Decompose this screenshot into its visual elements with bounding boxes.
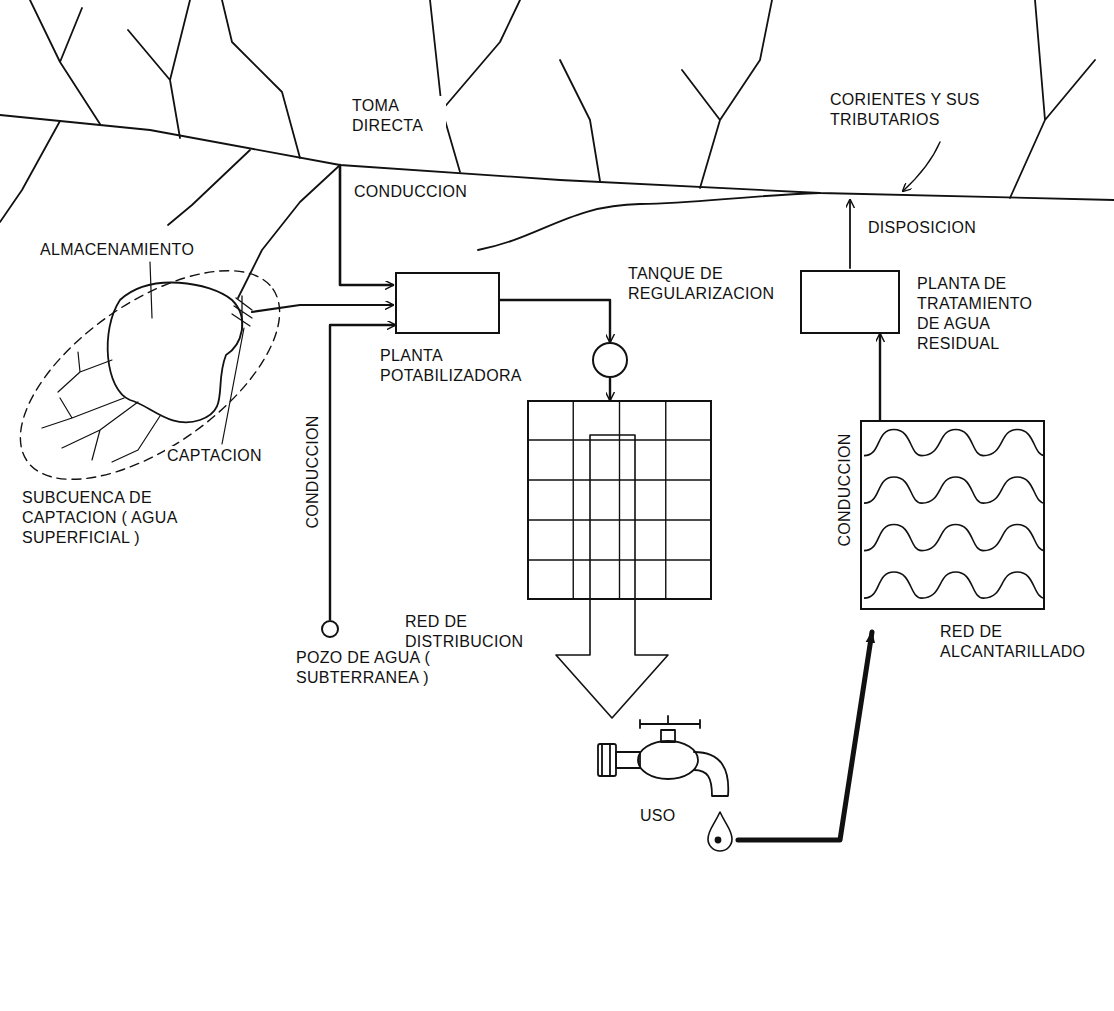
distribution-grid-outline (527, 400, 712, 600)
disposal-arrow (849, 200, 851, 268)
annotation-label: USO (638, 806, 692, 826)
conduit-line (609, 378, 611, 400)
node-label: RED DE ALCANTARILLADO (940, 622, 1090, 662)
conduit-label: CONDUCCION (836, 431, 854, 548)
well-circle: POZO DE AGUA ( SUBTERRANEA ) (321, 620, 339, 638)
annotation-label: CORIENTES Y SUS TRIBUTARIOS (828, 90, 1002, 130)
tributary (222, 0, 300, 158)
node-label: PLANTA DE TRATAMIENTO DE AGUA RESIDUAL (917, 274, 1042, 354)
leader-line (150, 262, 152, 318)
faucet (598, 716, 728, 796)
node-label: PLANTA POTABILIZADORA (380, 346, 540, 386)
storage-tank-circle-outline (592, 342, 628, 378)
node-label: POZO DE AGUA ( SUBTERRANEA ) (296, 648, 451, 688)
tributary (30, 0, 100, 124)
reservoir-conduit (252, 305, 393, 312)
intake-dam (232, 296, 252, 330)
conduit-line (500, 300, 610, 342)
conduit-line (879, 334, 881, 420)
annotation-label: SUBCUENCA DE CAPTACION ( AGUA SUPERFICIA… (20, 488, 239, 548)
conduit-label: CONDUCCION (304, 413, 322, 530)
sewer-network-outline (860, 420, 1045, 610)
callout-arrow (903, 142, 940, 191)
wastewater-plant-box: PLANTA DE TRATAMIENTO DE AGUA RESIDUAL (800, 270, 900, 334)
river-branch (478, 193, 820, 250)
well-circle-outline (321, 620, 339, 638)
tributary (560, 60, 600, 181)
annotation-label: CAPTACION (165, 446, 279, 466)
water-drop (716, 838, 721, 843)
tributary (0, 121, 60, 222)
water-drop (708, 812, 732, 851)
annotation-label: ALMACENAMIENTO (38, 240, 217, 260)
storage-tank-circle: TANQUE DE REGULARIZACION (592, 342, 628, 378)
subbasin-outline (0, 230, 314, 520)
distribution-grid: RED DE DISTRIBUCION (527, 400, 712, 600)
annotation-label: TOMA DIRECTA (350, 96, 446, 136)
sewer-network: RED DE ALCANTARILLADO (860, 420, 1045, 610)
node-label: RED DE DISTRIBUCION (405, 612, 540, 652)
reservoir-channels (42, 352, 160, 462)
node-label: TANQUE DE REGULARIZACION (628, 264, 788, 304)
tributary (1010, 0, 1095, 198)
tributary (168, 150, 250, 225)
leader-line (222, 328, 244, 444)
tributary (128, 0, 190, 138)
tributary (682, 0, 772, 188)
annotation-label: CONDUCCION (352, 182, 476, 202)
tributary (238, 165, 340, 298)
annotation-label: DISPOSICION (866, 218, 1000, 238)
tributary (430, 0, 520, 172)
discharge-arrow (738, 632, 872, 840)
treatment-plant-box: PLANTA POTABILIZADORA (395, 272, 500, 334)
